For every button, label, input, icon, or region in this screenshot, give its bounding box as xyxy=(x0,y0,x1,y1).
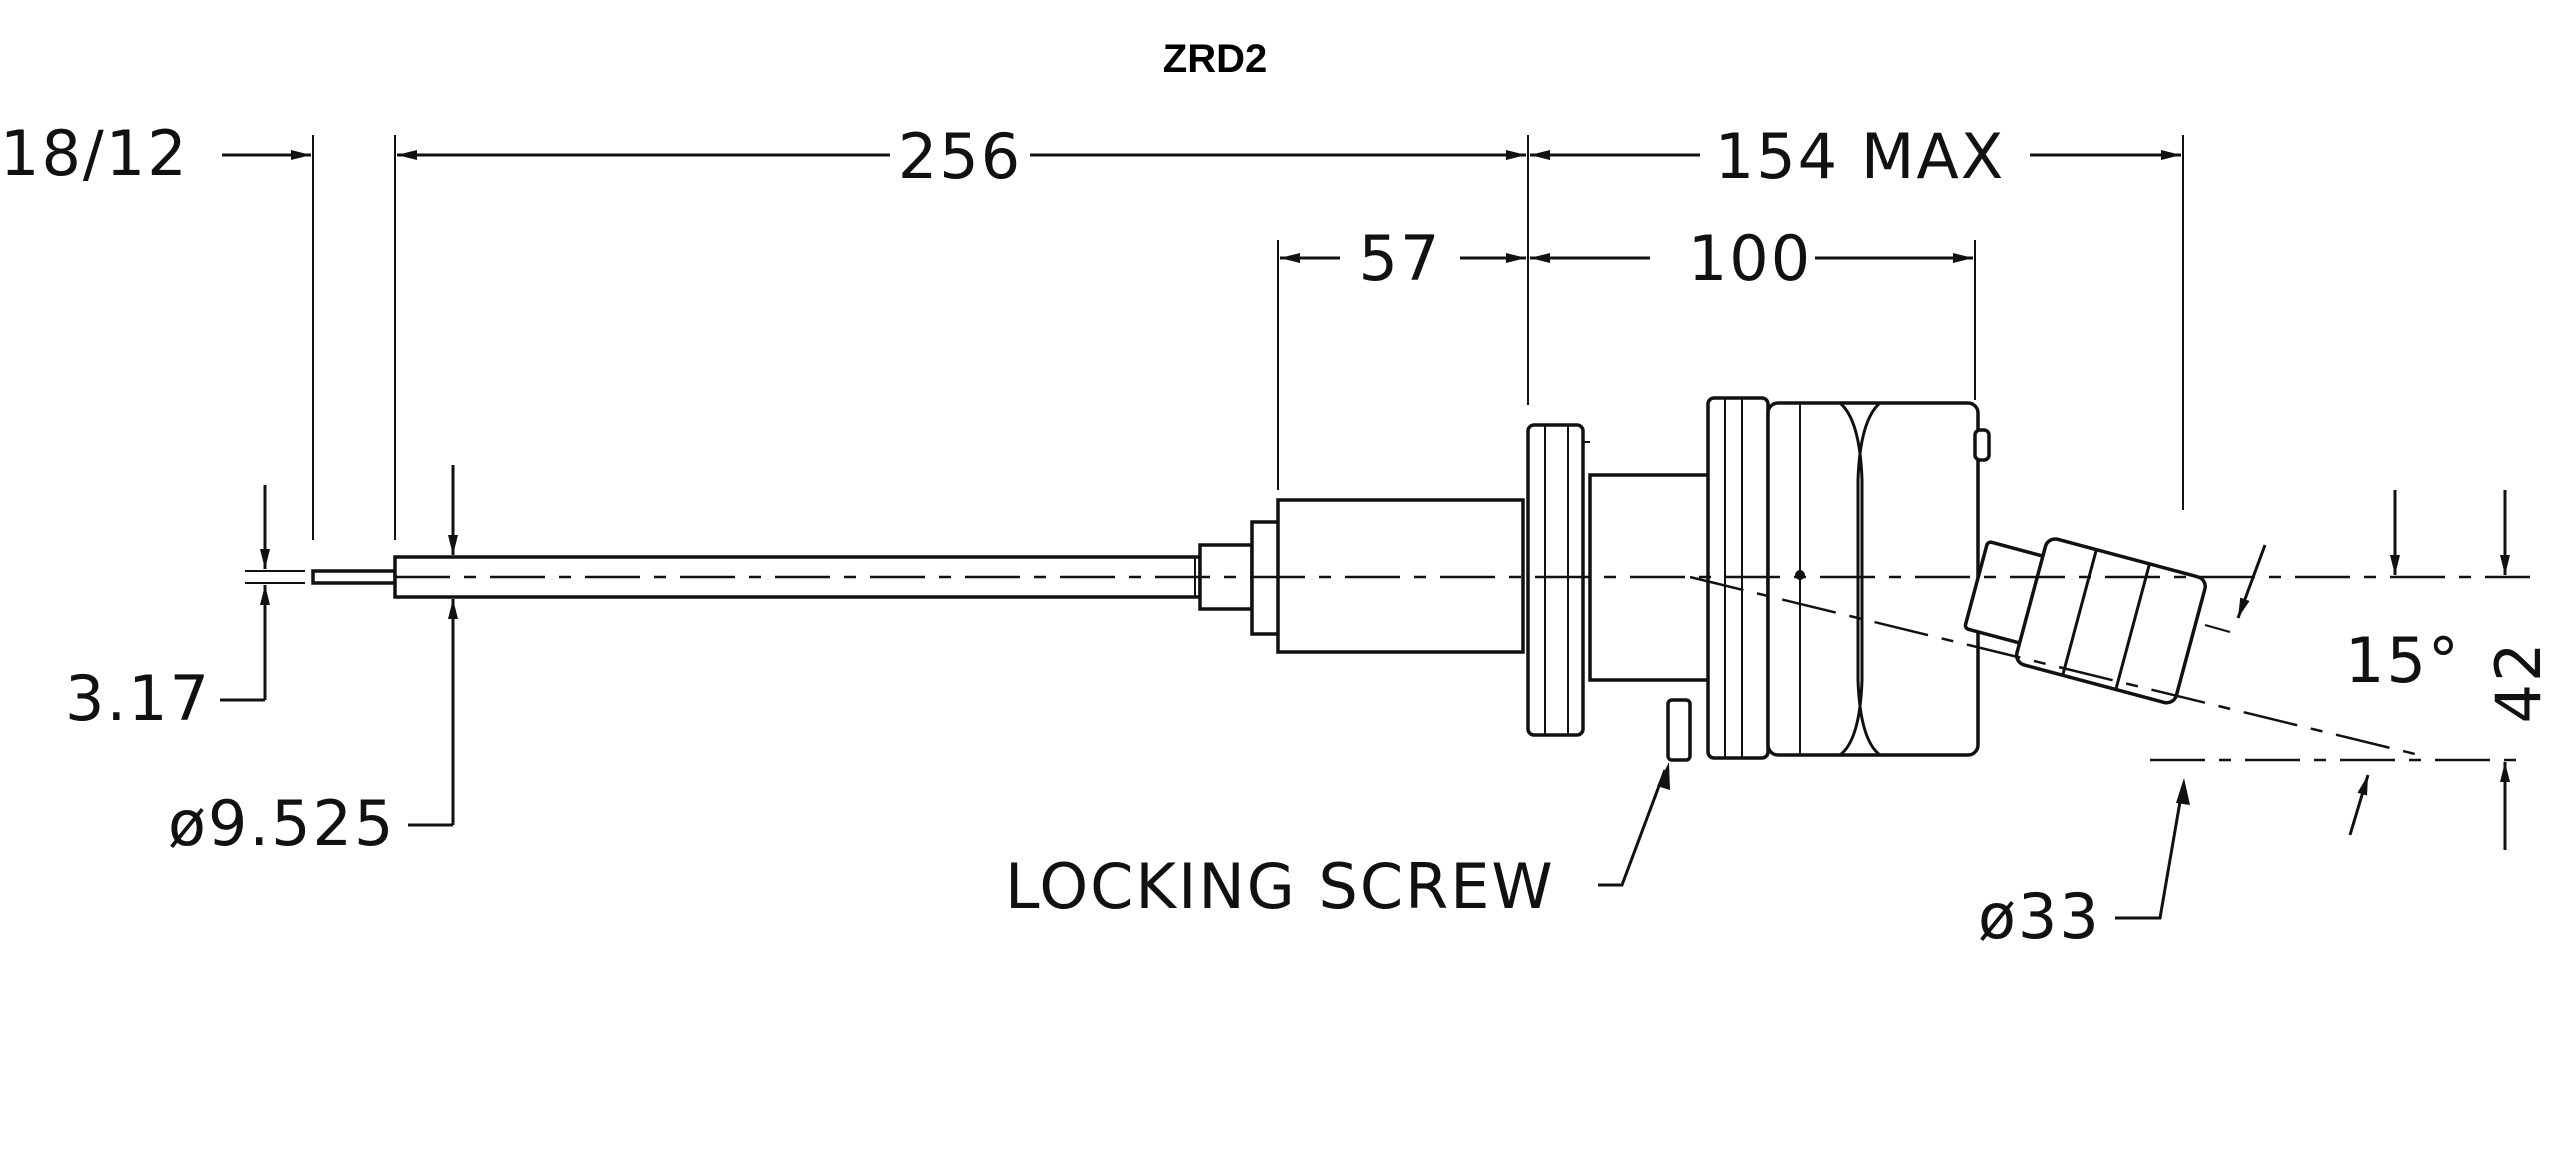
probe-nozzle xyxy=(1963,537,2207,705)
offset-dimension xyxy=(2390,490,2510,850)
tip-length-label: 18/12 xyxy=(0,117,189,190)
flange-offset-label: 57 xyxy=(1359,222,1442,295)
probe-body xyxy=(311,396,2207,762)
locking-screw-label: LOCKING SCREW xyxy=(1005,850,1555,923)
angle-dimension xyxy=(2204,544,2370,836)
drawing-title: ZRD2 xyxy=(1163,37,1267,81)
tip-diameter-label: 3.17 xyxy=(65,662,211,735)
offset-label: 42 xyxy=(2482,641,2555,724)
nozzle-diameter-label: ø33 xyxy=(1978,880,2101,953)
locking-screw-leader xyxy=(1598,762,1670,887)
shaft-length-label: 256 xyxy=(898,120,1022,193)
head-max-length-label: 154 MAX xyxy=(1715,120,2005,193)
shaft-diameter-label: ø9.525 xyxy=(168,787,395,860)
center-lines xyxy=(395,575,2530,762)
body-length-label: 100 xyxy=(1688,222,1812,295)
probe-tip xyxy=(311,569,397,585)
angle-label: 15° xyxy=(2345,624,2461,697)
probe-flange xyxy=(1526,423,1585,737)
nozzle-diameter-leader xyxy=(2115,778,2190,920)
tip-diameter-dim xyxy=(220,485,305,702)
shaft-diameter-dim xyxy=(408,465,458,827)
locking-screw xyxy=(1666,698,1692,762)
extension-lines xyxy=(312,135,2184,540)
